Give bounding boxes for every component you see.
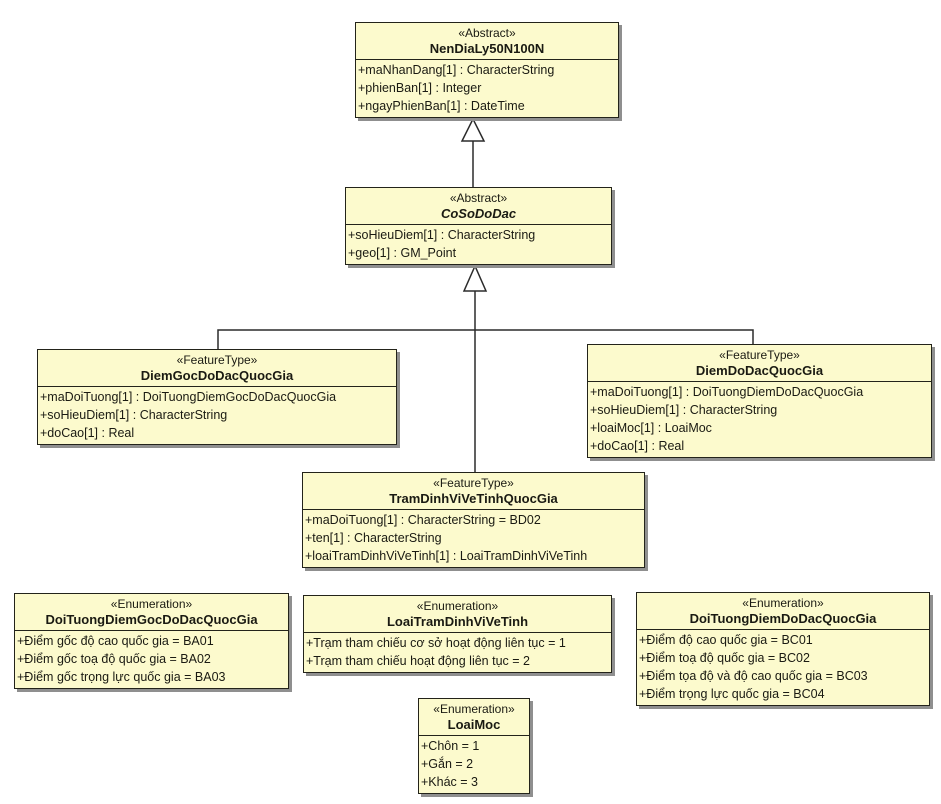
- stereotype-label: «Enumeration»: [416, 599, 499, 613]
- attribute-line: +soHieuDiem[1] : CharacterString: [40, 408, 228, 422]
- class-name: TramDinhViVeTinhQuocGia: [389, 491, 558, 506]
- class-header: «Enumeration» DoiTuongDiemDoDacQuocGia: [637, 593, 929, 629]
- class-box-diemdodacquocgia: «FeatureType» DiemDoDacQuocGia +maDoiTuo…: [587, 344, 932, 458]
- attribute-line: +soHieuDiem[1] : CharacterString: [348, 228, 536, 242]
- class-header: «Enumeration» DoiTuongDiemGocDoDacQuocGi…: [15, 594, 288, 630]
- enum-literal-line: +Trạm tham chiếu hoạt động liên tục = 2: [306, 654, 530, 668]
- class-box-cosododac: «Abstract» CoSoDoDac +soHieuDiem[1] : Ch…: [345, 187, 612, 265]
- stereotype-label: «Enumeration»: [433, 702, 515, 716]
- stereotype-label: «FeatureType»: [719, 348, 800, 362]
- attributes-compartment: +Điểm độ cao quốc gia = BC01 +Điểm toạ đ…: [637, 629, 929, 705]
- class-box-tramdinhvivetinhquocgia: «FeatureType» TramDinhViVeTinhQuocGia +m…: [302, 472, 645, 568]
- class-header: «Abstract» NenDiaLy50N100N: [356, 23, 618, 59]
- enum-box-loaitramdinhvivetinh: «Enumeration» LoaiTramDinhViVeTinh +Trạm…: [303, 595, 612, 673]
- attributes-compartment: +Trạm tham chiếu cơ sở hoạt động liên tụ…: [304, 632, 611, 672]
- enum-literal-line: +Điểm gốc trọng lực quốc gia = BA03: [17, 670, 226, 684]
- attribute-line: +maNhanDang[1] : CharacterString: [358, 63, 555, 77]
- class-box-nendialy50n100n: «Abstract» NenDiaLy50N100N +maNhanDang[1…: [355, 22, 619, 118]
- attributes-compartment: +maDoiTuong[1] : DoiTuongDiemGocDoDacQuo…: [38, 386, 396, 444]
- enum-box-doituongdiemgocdodacquocgia: «Enumeration» DoiTuongDiemGocDoDacQuocGi…: [14, 593, 289, 689]
- class-header: «FeatureType» DiemDoDacQuocGia: [588, 345, 931, 381]
- stereotype-label: «Abstract»: [449, 191, 508, 205]
- class-name: NenDiaLy50N100N: [429, 41, 545, 56]
- class-header: «Enumeration» LoaiTramDinhViVeTinh: [304, 596, 611, 632]
- enum-literal-line: +Điểm tọa độ và độ cao quốc gia = BC03: [639, 669, 868, 683]
- enum-literal-line: +Chôn = 1: [421, 739, 480, 753]
- class-name: DoiTuongDiemDoDacQuocGia: [689, 611, 877, 626]
- attribute-line: +loaiMoc[1] : LoaiMoc: [590, 421, 712, 435]
- attribute-line: +ten[1] : CharacterString: [305, 531, 442, 545]
- class-header: «FeatureType» TramDinhViVeTinhQuocGia: [303, 473, 644, 509]
- enum-literal-line: +Điểm gốc độ cao quốc gia = BA01: [17, 634, 214, 648]
- enum-literal-line: +Điểm gốc toạ độ quốc gia = BA02: [17, 652, 211, 666]
- generalization-arrowhead-icon: [462, 264, 488, 292]
- stereotype-label: «FeatureType»: [176, 353, 258, 367]
- stereotype-label: «Enumeration»: [742, 596, 824, 610]
- class-header: «Enumeration» LoaiMoc: [419, 699, 529, 735]
- class-name: DiemDoDacQuocGia: [695, 363, 824, 378]
- attributes-compartment: +soHieuDiem[1] : CharacterString +geo[1]…: [346, 224, 611, 264]
- stereotype-label: «Enumeration»: [110, 597, 193, 611]
- attribute-line: +loaiTramDinhViVeTinh[1] : LoaiTramDinhV…: [305, 549, 588, 563]
- attribute-line: +doCao[1] : Real: [40, 426, 135, 440]
- class-name: CoSoDoDac: [440, 206, 517, 221]
- attribute-line: +doCao[1] : Real: [590, 439, 685, 453]
- class-name: LoaiMoc: [447, 717, 501, 732]
- attribute-line: +ngayPhienBan[1] : DateTime: [358, 99, 525, 113]
- attributes-compartment: +Điểm gốc độ cao quốc gia = BA01 +Điểm g…: [15, 630, 288, 688]
- generalization-arrowhead-icon: [460, 117, 486, 142]
- enum-literal-line: +Điểm độ cao quốc gia = BC01: [639, 633, 813, 647]
- enum-literal-line: +Gắn = 2: [421, 757, 474, 771]
- class-name: DiemGocDoDacQuocGia: [140, 368, 294, 383]
- attributes-compartment: +maDoiTuong[1] : CharacterString = BD02 …: [303, 509, 644, 567]
- attribute-line: +geo[1] : GM_Point: [348, 246, 457, 260]
- attribute-line: +maDoiTuong[1] : CharacterString = BD02: [305, 513, 541, 527]
- enum-literal-line: +Điểm toạ độ quốc gia = BC02: [639, 651, 810, 665]
- enum-literal-line: +Điểm trọng lực quốc gia = BC04: [639, 687, 825, 701]
- attributes-compartment: +Chôn = 1 +Gắn = 2 +Khác = 3: [419, 735, 529, 793]
- attributes-compartment: +maDoiTuong[1] : DoiTuongDiemDoDacQuocGi…: [588, 381, 931, 457]
- enum-box-loaimoc: «Enumeration» LoaiMoc +Chôn = 1 +Gắn = 2…: [418, 698, 530, 794]
- stereotype-label: «FeatureType»: [433, 476, 514, 490]
- attributes-compartment: +maNhanDang[1] : CharacterString +phienB…: [356, 59, 618, 117]
- stereotype-label: «Abstract»: [458, 26, 516, 40]
- class-name: DoiTuongDiemGocDoDacQuocGia: [45, 612, 258, 627]
- class-name: LoaiTramDinhViVeTinh: [386, 614, 529, 629]
- enum-literal-line: +Trạm tham chiếu cơ sở hoạt động liên tụ…: [306, 636, 566, 650]
- class-header: «FeatureType» DiemGocDoDacQuocGia: [38, 350, 396, 386]
- attribute-line: +maDoiTuong[1] : DoiTuongDiemGocDoDacQuo…: [40, 390, 337, 404]
- attribute-line: +soHieuDiem[1] : CharacterString: [590, 403, 778, 417]
- enum-box-doituongdiemdodacquocgia: «Enumeration» DoiTuongDiemDoDacQuocGia +…: [636, 592, 930, 706]
- enum-literal-line: +Khác = 3: [421, 775, 478, 789]
- class-header: «Abstract» CoSoDoDac: [346, 188, 611, 224]
- attribute-line: +phienBan[1] : Integer: [358, 81, 482, 95]
- attribute-line: +maDoiTuong[1] : DoiTuongDiemDoDacQuocGi…: [590, 385, 864, 399]
- class-box-diemgocdodacquocgia: «FeatureType» DiemGocDoDacQuocGia +maDoi…: [37, 349, 397, 445]
